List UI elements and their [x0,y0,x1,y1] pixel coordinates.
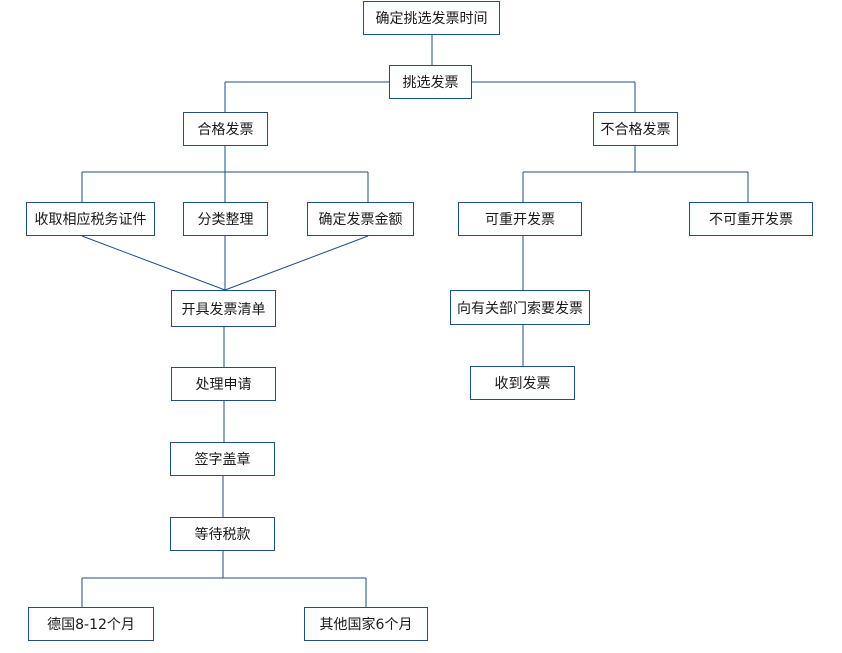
node-request-from-dept: 向有关部门索要发票 [450,290,590,325]
node-germany: 德国8-12个月 [28,607,154,641]
node-not-reissuable: 不可重开发票 [689,202,813,236]
node-reissuable: 可重开发票 [458,202,582,236]
node-unqualified: 不合格发票 [593,112,678,146]
edge-certificates-to-list [81,235,226,291]
node-sort-out: 分类整理 [183,202,268,236]
node-determine-time: 确定挑选发票时间 [363,1,500,35]
node-await-refund: 等待税款 [170,517,275,551]
node-receive-invoice: 收到发票 [470,366,575,400]
node-qualified: 合格发票 [183,112,268,146]
node-collect-certificates: 收取相应税务证件 [26,202,155,236]
node-select-invoices: 挑选发票 [389,65,472,99]
node-issue-list: 开具发票清单 [171,290,276,327]
node-sign-seal: 签字盖章 [170,442,275,476]
node-other-countries: 其他国家6个月 [304,607,428,641]
node-process-application: 处理申请 [171,367,276,401]
edge-amount-to-list [224,235,369,291]
node-confirm-amount: 确定发票金额 [307,202,414,236]
